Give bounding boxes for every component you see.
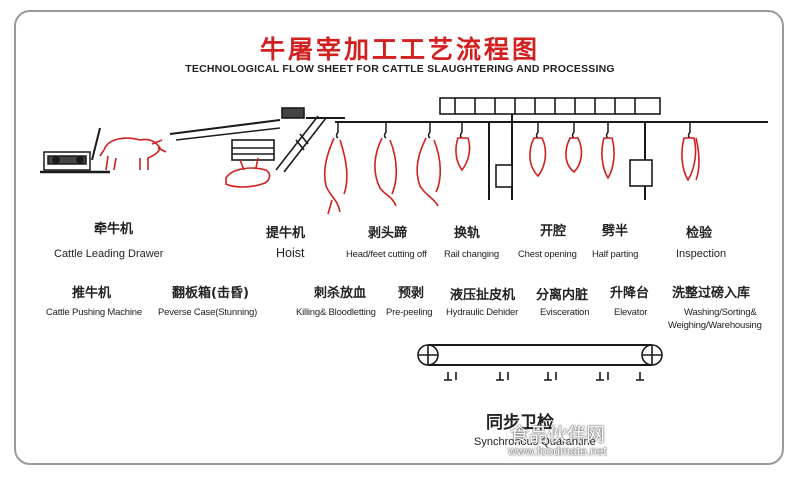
label-washing-en-line2: Weighing/Warehousing <box>668 320 762 331</box>
synchronous-conveyor <box>417 344 663 381</box>
label-inspection-cn: 检验 <box>686 226 713 241</box>
label-sync-cn: 同步卫检 <box>486 413 554 433</box>
label-evisceration-cn: 分离内脏 <box>536 288 589 303</box>
hooks <box>335 122 691 139</box>
label-halving-cn: 劈半 <box>602 224 629 239</box>
label-dehider-cn: 液压扯皮机 <box>450 288 516 303</box>
label-inspection-en: Inspection <box>676 248 727 260</box>
label-killing-cn: 刺杀放血 <box>314 286 367 301</box>
label-prepeel-cn: 预剥 <box>398 286 425 301</box>
label-washing-cn: 洗整过磅入库 <box>672 286 751 301</box>
stunning-box <box>169 119 281 161</box>
label-head-feet-cn: 剥头蹄 <box>368 226 408 241</box>
label-dehider-en: Hydraulic Dehider <box>446 307 519 318</box>
cattle-leading-drawer-machine <box>40 127 110 174</box>
label-pushing-cn: 推牛机 <box>72 286 112 301</box>
label-chest-cn: 开腔 <box>540 224 567 239</box>
label-prepeel-en: Pre-peeling <box>386 307 433 318</box>
label-pushing-en: Cattle Pushing Machine <box>46 307 142 318</box>
label-halving-en: Half parting <box>592 249 639 260</box>
watermark-url: www.foodmate.net <box>508 444 607 458</box>
label-stunning-cn: 翻板箱(击昏) <box>172 286 249 301</box>
cattle-figure <box>99 137 167 171</box>
label-rail-en: Rail changing <box>444 249 499 260</box>
label-elevator-cn: 升降台 <box>610 286 650 301</box>
label-hoist-cn: 提牛机 <box>266 226 306 241</box>
hanging-carcasses <box>323 137 700 215</box>
label-head-feet-en: Head/feet cutting off <box>346 249 427 260</box>
label-stunning-en: Peverse Case(Stunning) <box>158 307 258 318</box>
label-cattle-leading-cn: 牵牛机 <box>94 222 134 237</box>
label-killing-en: Killing& Bloodletting <box>296 307 376 318</box>
rail-frame-structure <box>439 97 661 200</box>
label-elevator-en: Elevator <box>614 307 648 318</box>
stunned-cattle <box>225 157 271 188</box>
title-english: TECHNOLOGICAL FLOW SHEET FOR CATTLE SLAU… <box>185 63 615 75</box>
label-rail-cn: 换轨 <box>454 226 481 241</box>
label-hoist-en: Hoist <box>276 246 305 260</box>
label-cattle-leading-en: Cattle Leading Drawer <box>54 248 164 260</box>
label-sync-en: Synchronous Quarantine <box>474 436 596 448</box>
title-chinese: 牛屠宰加工工艺流程图 <box>259 35 540 64</box>
diagram-frame <box>14 10 784 465</box>
label-evisceration-en: Evisceration <box>540 307 590 318</box>
label-chest-en: Chest opening <box>518 249 577 260</box>
label-washing-en: Washing/Sorting& <box>684 307 757 318</box>
watermark-text: 食品伙伴网 <box>510 424 606 446</box>
hoist-incline <box>275 107 345 173</box>
